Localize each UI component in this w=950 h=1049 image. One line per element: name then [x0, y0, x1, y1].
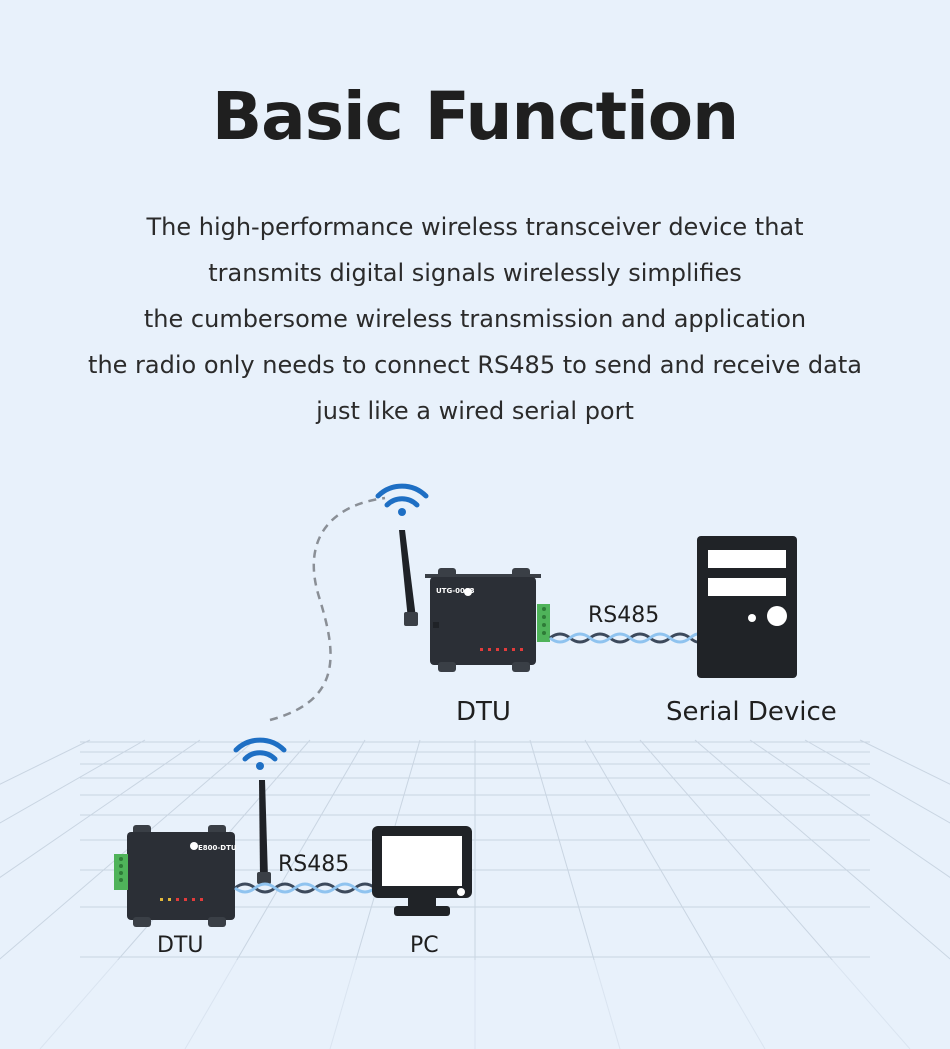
rs485-cable-bottom: [234, 882, 376, 894]
description: The high-performance wireless transceive…: [0, 204, 950, 434]
dtu-label-top: DTU: [456, 697, 511, 727]
description-line: transmits digital signals wirelessly sim…: [208, 259, 742, 287]
pc-monitor-icon: [372, 826, 472, 916]
rs485-label-top: RS485: [588, 603, 660, 628]
pc-label: PC: [410, 933, 439, 958]
terminal-block-icon: [114, 854, 128, 890]
dtu-device-top: UTG-0083: [425, 568, 541, 672]
terminal-block-icon: [537, 604, 550, 642]
rs485-label-bottom: RS485: [278, 852, 350, 877]
serial-device-label: Serial Device: [666, 697, 837, 727]
wifi-icon: [375, 483, 429, 516]
serial-device-icon: [697, 536, 797, 678]
description-line: the radio only needs to connect RS485 to…: [88, 351, 862, 379]
device-model-label: E800-DTU: [198, 844, 237, 852]
dtu-label-bottom: DTU: [157, 933, 204, 958]
rs485-cable-top: [549, 632, 702, 644]
wireless-link-dashed: [269, 496, 386, 722]
page-title: Basic Function: [211, 78, 739, 155]
device-model-label: UTG-0083: [436, 587, 475, 595]
description-line: just like a wired serial port: [316, 397, 634, 425]
antenna-icon: [257, 780, 271, 884]
description-line: the cumbersome wireless transmission and…: [143, 305, 807, 333]
description-line: The high-performance wireless transceive…: [146, 213, 804, 241]
dtu-device-bottom: E800-DTU: [127, 825, 237, 927]
antenna-icon: [399, 530, 418, 626]
wifi-icon: [233, 737, 287, 770]
